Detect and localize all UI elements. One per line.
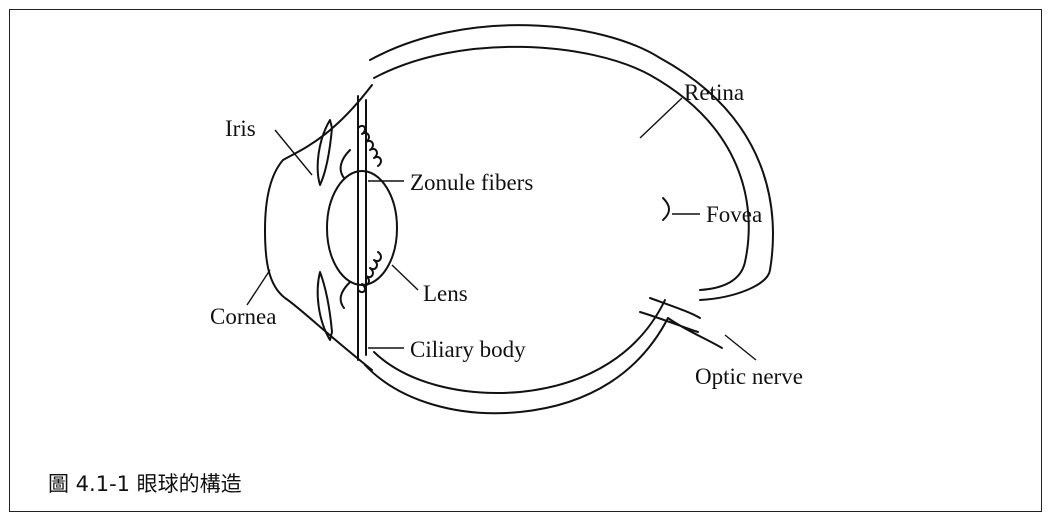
label-fovea: Fovea: [706, 202, 762, 227]
label-iris: Iris: [225, 116, 256, 141]
lens: [327, 171, 397, 285]
fovea-dip: [663, 198, 669, 220]
leader-iris: [275, 130, 312, 175]
figure-caption: 圖 4.1-1 眼球的構造: [48, 468, 242, 498]
label-ciliary-body: Ciliary body: [410, 337, 526, 362]
label-zonule-fibers: Zonule fibers: [410, 170, 533, 195]
ciliary-wall: [358, 96, 366, 360]
label-retina: Retina: [684, 80, 744, 105]
cornea: [265, 85, 372, 370]
leader-retina: [640, 98, 682, 138]
label-optic-nerve: Optic nerve: [695, 364, 803, 389]
leader-lens: [392, 265, 418, 290]
label-cornea: Cornea: [210, 304, 276, 329]
iris-lower: [318, 272, 332, 340]
leader-optic: [725, 335, 756, 360]
label-lens: Lens: [423, 281, 468, 306]
leader-cornea: [247, 270, 270, 305]
